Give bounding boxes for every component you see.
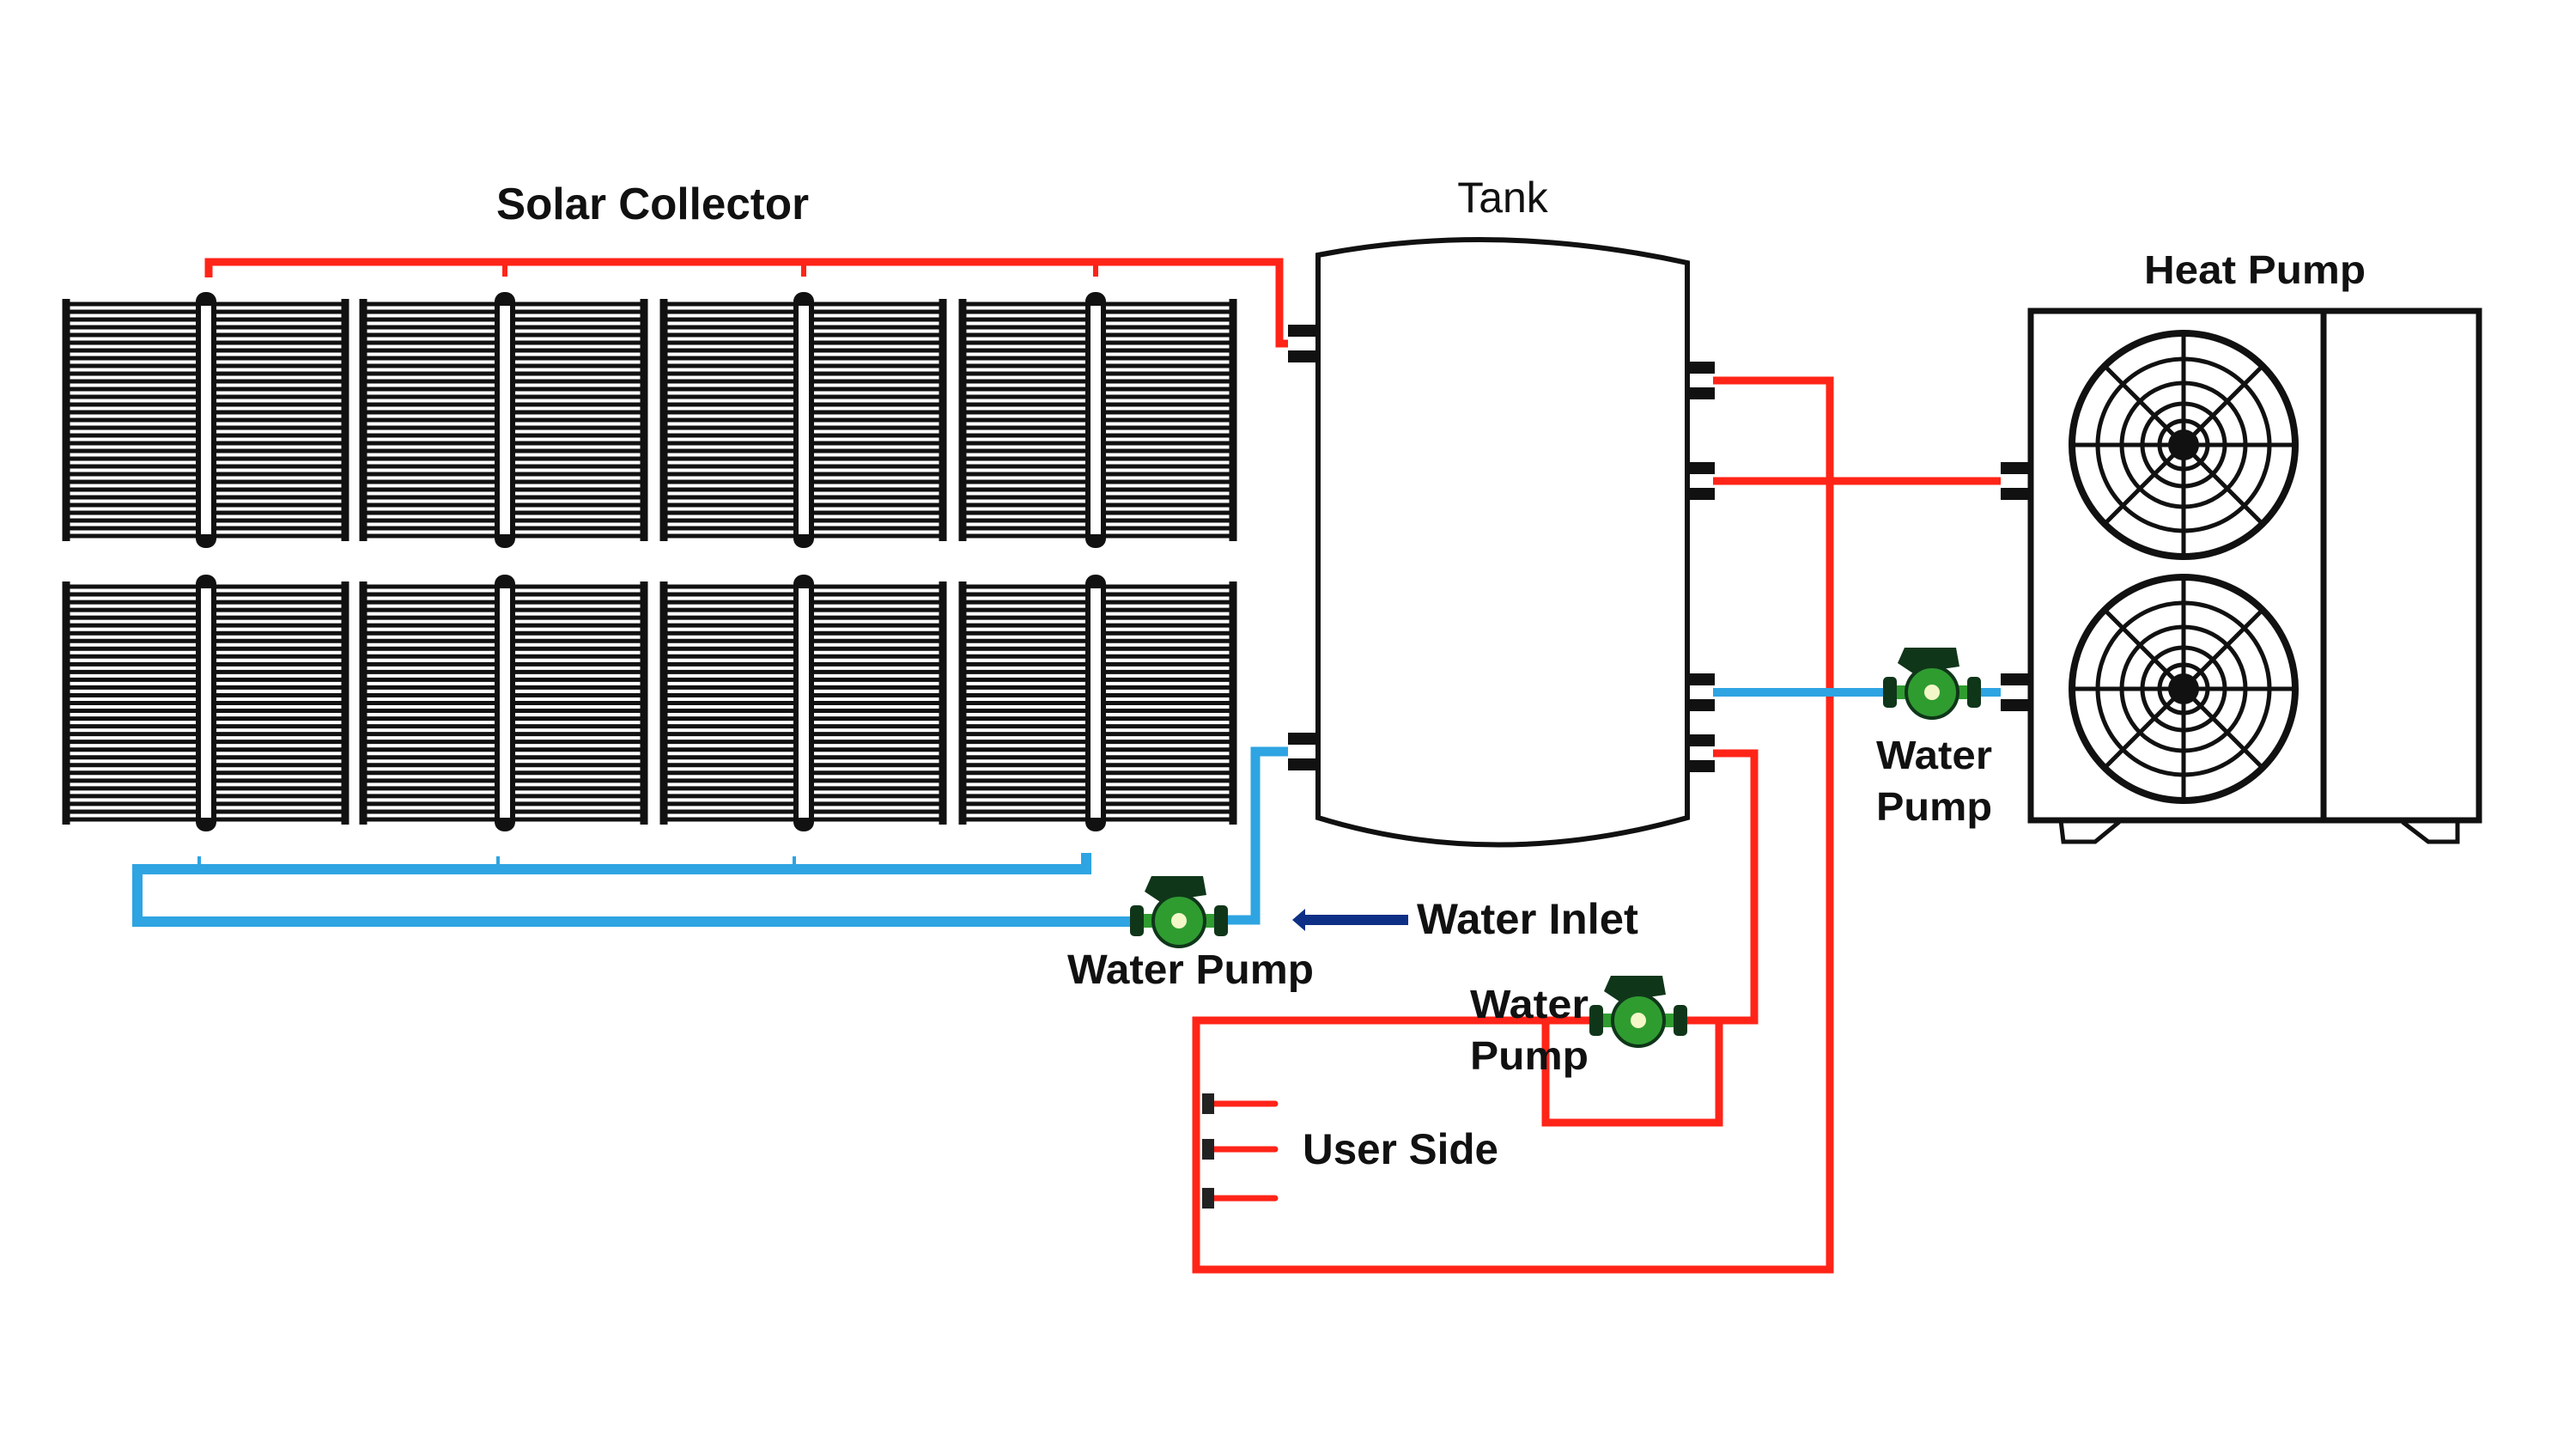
pump-impeller-dot — [1631, 1013, 1646, 1028]
fan-guard-icon — [2069, 330, 2299, 560]
fan-spoke — [2104, 365, 2185, 447]
inlet-arrow-icon — [1292, 909, 1305, 931]
faucet-icon — [1202, 1188, 1279, 1209]
pump-heat-pump-label-line1: Water — [1876, 733, 1992, 777]
pump-flange — [1967, 677, 1981, 708]
heat-pump-ports — [2001, 462, 2031, 711]
pump-impeller-dot — [1171, 913, 1187, 929]
header-pipe-inner — [799, 306, 809, 534]
fan-spoke — [2182, 365, 2263, 447]
tap-valve — [1202, 1139, 1214, 1160]
tank-label: Tank — [1457, 174, 1549, 222]
fan-spoke — [2104, 687, 2185, 769]
header-pipe-inner — [799, 588, 809, 818]
pipe-fitting — [1288, 733, 1318, 745]
water-pump-collector-icon — [1130, 876, 1228, 948]
pipe-fitting — [1288, 325, 1318, 337]
user-circulation-pipe — [1541, 749, 1759, 1127]
tank-to-user-hot-pipe — [1192, 376, 1834, 1274]
tank-ports — [1288, 325, 1715, 772]
user-side-label: User Side — [1303, 1125, 1498, 1173]
pipe-fitting — [1687, 699, 1715, 711]
fan-hub — [2168, 429, 2199, 460]
fan-spoke — [2182, 687, 2263, 769]
pipe-fitting — [2001, 488, 2031, 500]
pump-user-label-line1: Water — [1470, 982, 1589, 1026]
pipe-fitting — [2001, 673, 2031, 685]
pipe-fitting — [1687, 734, 1715, 746]
solar-panel — [958, 575, 1237, 831]
pump-collector-label: Water Pump — [1067, 947, 1314, 993]
pump-heat-pump-label-line2: Pump — [1876, 784, 1992, 829]
tank — [1315, 237, 1690, 848]
heat-pump-label: Heat Pump — [2144, 247, 2366, 292]
pump-motor — [1145, 876, 1206, 902]
water-pump-user-icon — [1589, 976, 1687, 1048]
solar-collector-label: Solar Collector — [496, 180, 809, 229]
header-pipe-inner — [500, 588, 510, 818]
pipe-fitting — [2001, 699, 2031, 711]
fan-hub — [2168, 673, 2199, 704]
solar-panel — [62, 575, 349, 831]
user-taps — [1202, 1093, 1279, 1209]
pump-flange — [1589, 1005, 1603, 1036]
tap-valve — [1202, 1093, 1214, 1114]
header-pipe-inner — [201, 306, 211, 534]
fan-ring — [2069, 574, 2299, 804]
collector-cold-pipe — [132, 746, 1288, 927]
water-pump-heat-pump-icon — [1883, 648, 1981, 720]
pipe-fitting — [1687, 673, 1715, 685]
heat-pump-unit — [2027, 307, 2482, 844]
pump-user-label-line2: Pump — [1470, 1033, 1589, 1078]
faucet-icon — [1202, 1139, 1279, 1160]
pump-motor — [1898, 648, 1959, 673]
solar-panel — [359, 575, 648, 831]
solar-panel — [958, 292, 1237, 548]
fan-guard-icon — [2069, 574, 2299, 804]
solar-panel — [62, 292, 349, 548]
collector-hot-pipe — [204, 258, 1288, 348]
tap-valve — [1202, 1188, 1214, 1209]
pipe-fitting — [1687, 362, 1715, 374]
solar-panel — [659, 575, 947, 831]
header-pipe-inner — [201, 588, 211, 818]
fan-spoke — [2182, 609, 2263, 691]
pump-motor — [1604, 976, 1666, 1002]
pipe-fitting — [2001, 462, 2031, 474]
fan-spoke — [2104, 443, 2185, 525]
heat-pump-foot-left — [2058, 819, 2121, 844]
heat-pump-foot-right — [2401, 820, 2460, 844]
pump-flange — [1130, 905, 1144, 936]
header-pipe-inner — [1091, 306, 1101, 534]
faucet-icon — [1202, 1093, 1279, 1114]
water-inlet-pipe — [1292, 909, 1408, 931]
header-pipe-inner — [1091, 588, 1101, 818]
pipe-fitting — [1288, 350, 1318, 362]
fan-ring — [2069, 330, 2299, 560]
solar-panel — [359, 292, 648, 548]
pump-flange — [1883, 677, 1897, 708]
pipe-fitting — [1687, 488, 1715, 500]
water-inlet-label: Water Inlet — [1417, 895, 1638, 943]
header-pipe-inner — [500, 306, 510, 534]
pipe-fitting — [1687, 760, 1715, 772]
pipe-fitting — [1687, 462, 1715, 474]
pump-flange — [1674, 1005, 1687, 1036]
fan-spoke — [2182, 443, 2263, 525]
solar-collector-array — [62, 292, 1237, 831]
pump-impeller-dot — [1924, 685, 1940, 700]
fan-spoke — [2104, 609, 2185, 691]
pump-flange — [1214, 905, 1228, 936]
solar-panel — [659, 292, 947, 548]
pipe-fitting — [1687, 387, 1715, 399]
pipe-fitting — [1288, 758, 1318, 770]
